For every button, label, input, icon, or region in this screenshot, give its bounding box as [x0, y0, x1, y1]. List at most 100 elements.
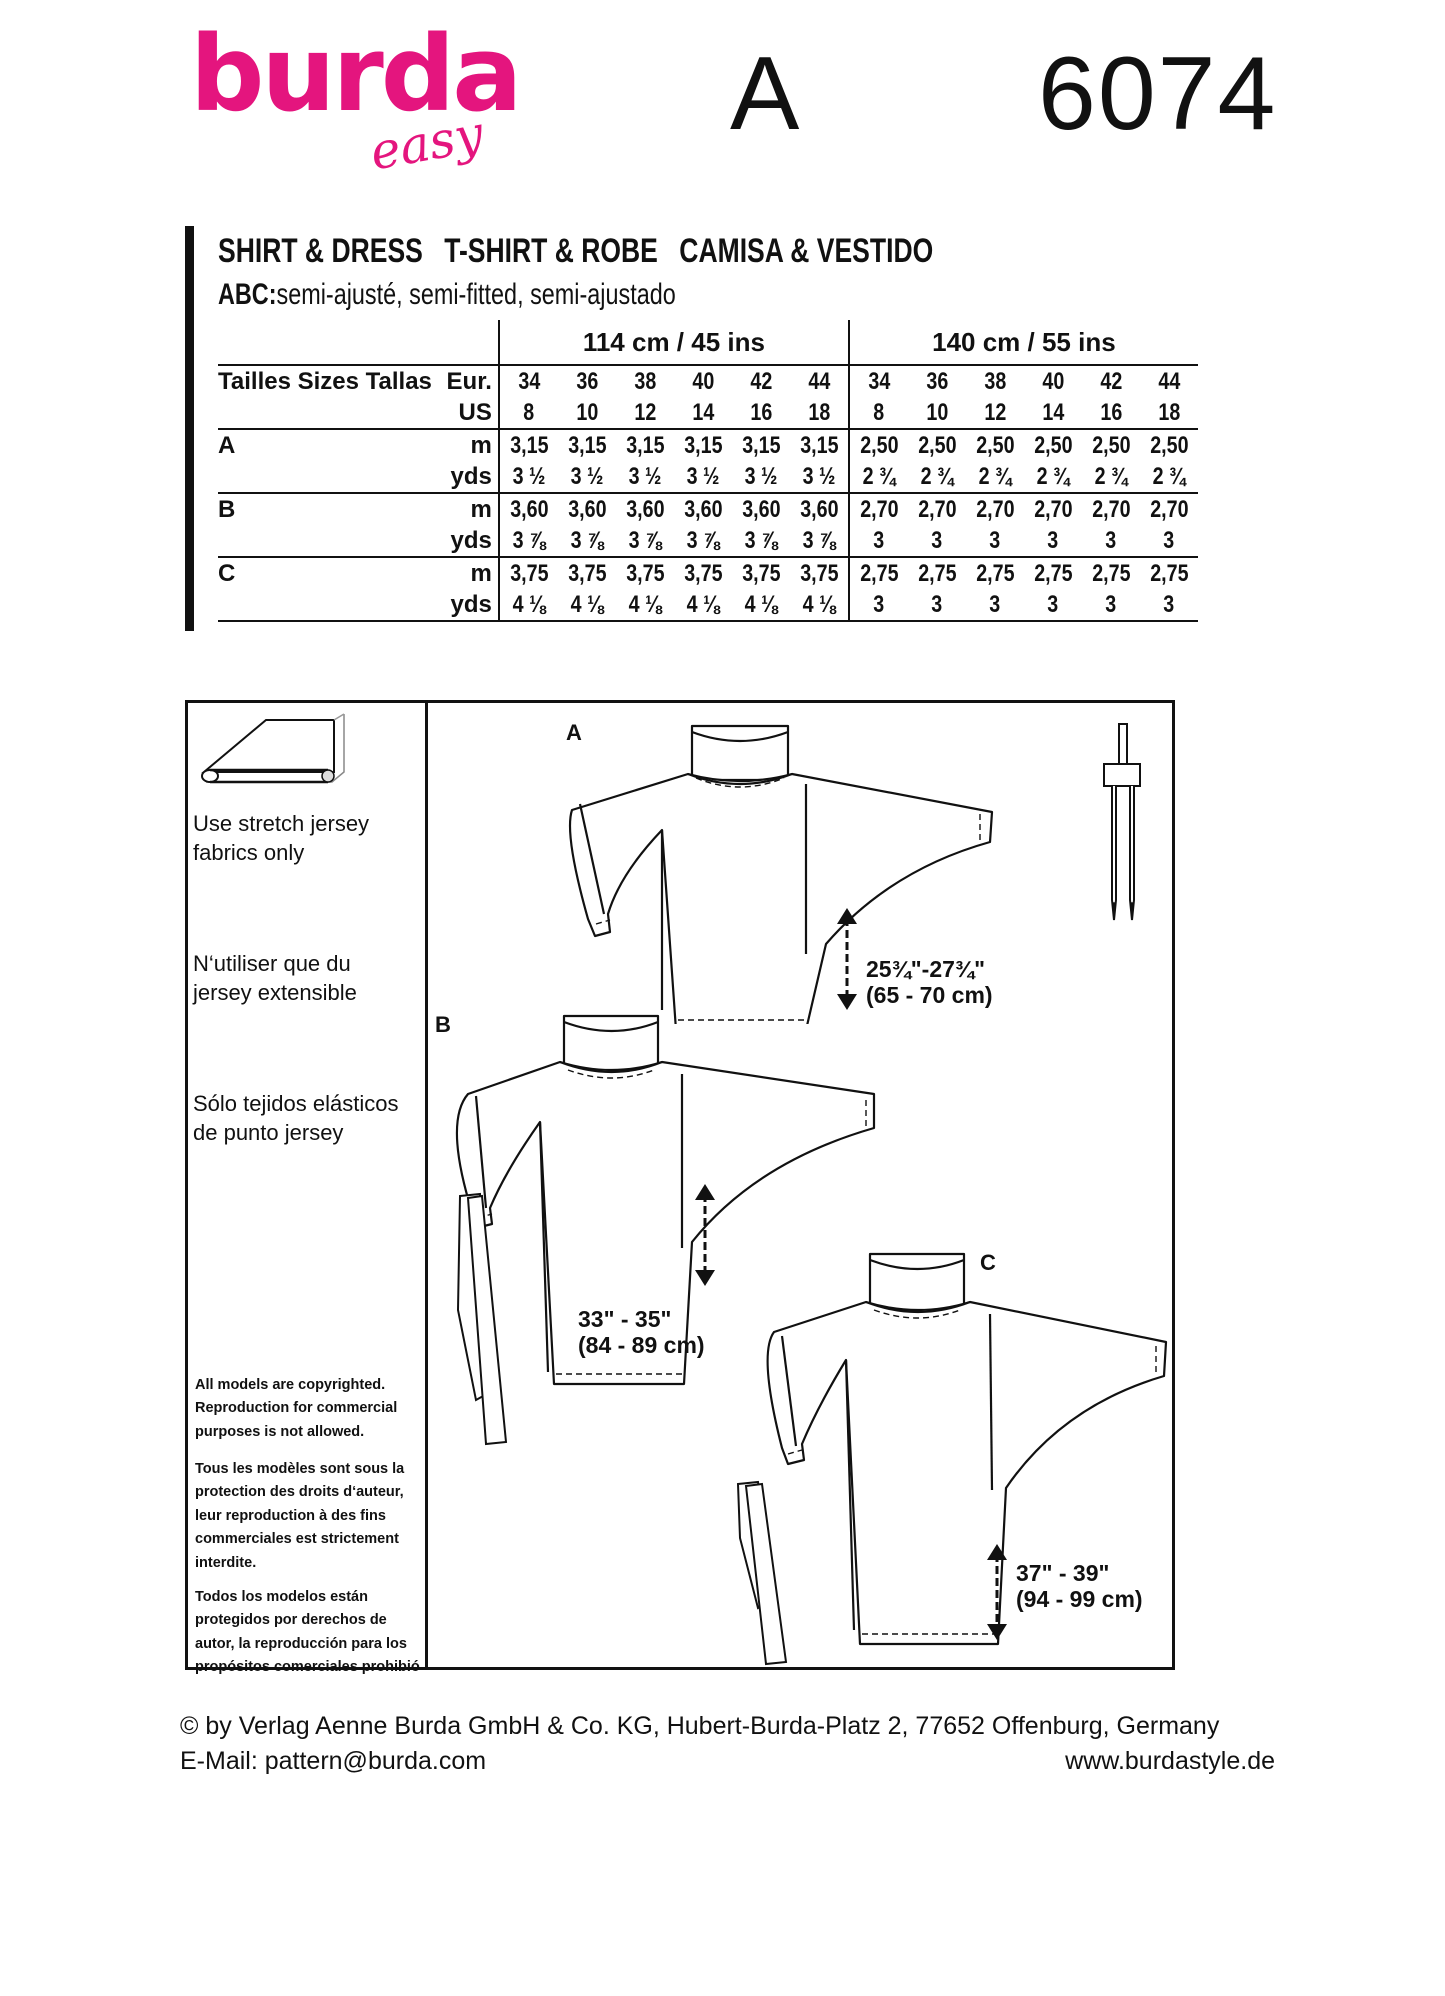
view-b-yds-row-cell: 3	[908, 525, 966, 557]
fabric-bolt-icon	[201, 713, 345, 784]
footer-copyright-row: © by Verlag Aenne Burda GmbH & Co. KG, H…	[180, 1712, 1275, 1741]
view-b-m-row-value: 3,60	[683, 495, 723, 523]
view-a-m-row-cell: 3,15	[498, 428, 558, 461]
size-us-row-cell: 16	[732, 397, 790, 429]
size-us-row-cell: 12	[966, 397, 1024, 429]
view-b-m-row-value: 3,60	[741, 495, 781, 523]
view-c-yds-row-value: 3	[1105, 590, 1117, 618]
view-b-yds-row-value: 3 ⅞	[686, 526, 720, 554]
view-b-m-row-cell: 2,70	[848, 492, 908, 525]
view-c-yds-row-cell: 3	[1081, 589, 1140, 622]
view-b-m-row-cell: 3,60	[498, 492, 558, 525]
view-c-yds-row-cell: 4 ⅛	[498, 589, 558, 622]
brand-logo: burda	[190, 13, 522, 135]
view-c-m-row-cell: 2,75	[848, 556, 908, 589]
view-a-yds-row-cell: 3 ½	[558, 461, 616, 493]
view-a-m-row-value: 2,50	[859, 431, 899, 459]
view-c-label: C	[980, 1250, 996, 1275]
view-a-m-row-value: 3,15	[625, 431, 665, 459]
width-header-row: 114 cm / 45 ins 140 cm / 55 ins	[218, 320, 1198, 366]
size-eur-row-cell: 40	[674, 365, 732, 397]
view-a-m-row-cell: 2,50	[1023, 428, 1082, 461]
view-a-yds-row-value: 2 ¾	[978, 462, 1012, 490]
size-eur-row-value: 40	[1041, 367, 1064, 395]
view-a-length: 25¾"-27¾" (65 - 70 cm)	[866, 956, 993, 1009]
view-b-yds-row-cell: 3 ⅞	[616, 525, 674, 557]
view-b-yds-row-cell: 3 ⅞	[558, 525, 616, 557]
size-eur-row-value: 38	[633, 367, 656, 395]
view-letter: A	[730, 36, 800, 152]
note-fr: N‘utiliser que du jersey extensible	[193, 951, 357, 1005]
view-c-yds-row-cell: 3	[1139, 589, 1198, 622]
fit-description: ABC:semi-ajusté, semi-fitted, semi-ajust…	[218, 278, 676, 312]
size-us-row-value: 10	[575, 398, 598, 426]
size-eur-row-value: 44	[1157, 367, 1180, 395]
view-b-m-row-cell: 2,70	[1023, 492, 1082, 525]
view-c-m-row-value: 2,75	[975, 559, 1015, 587]
view-c-yds-row-cell: 3	[907, 589, 966, 622]
view-a-m-row-value: 3,15	[741, 431, 781, 459]
view-b-m-row-cell: 2,70	[1081, 492, 1140, 525]
view-c-m-row-cell: 2,75	[1023, 556, 1082, 589]
view-a-m-row-cell: 2,50	[1139, 428, 1198, 461]
footer-website[interactable]: www.burdastyle.de	[1065, 1747, 1275, 1775]
view-a-m-row-label: A	[218, 428, 432, 461]
view-c-yds-row-cell: 3	[1023, 589, 1082, 622]
view-c-m-row-value: 2,75	[1149, 559, 1189, 587]
view-a-yds-row-value: 2 ¾	[1152, 462, 1186, 490]
twin-needle-icon	[1103, 723, 1141, 921]
view-b-m-row-cell: 2,70	[1139, 492, 1198, 525]
view-c-yds-row-value: 4 ⅛	[512, 590, 546, 618]
size-us-row-value: 8	[523, 398, 535, 426]
view-c-yds-row-cell: 3	[848, 589, 908, 622]
footer-email[interactable]: E-Mail: pattern@burda.com	[180, 1747, 487, 1775]
size-eur-row-cell: 38	[966, 365, 1024, 397]
size-us-row-cell: 8	[499, 397, 558, 429]
view-a-m-row-value: 2,50	[1033, 431, 1073, 459]
legal-en: All models are copyrighted. Reproduction…	[195, 1377, 398, 1440]
illustration-box	[185, 700, 1175, 1670]
view-a-m-row-value: 3,15	[567, 431, 607, 459]
size-eur-row-value: 36	[925, 367, 948, 395]
view-b-m-row-cell: 3,60	[557, 492, 616, 525]
size-us-row-value: 18	[1157, 398, 1180, 426]
view-c-dress	[766, 1252, 1168, 1646]
legal-fr: Tous les modèles sont sous la protection…	[195, 1461, 405, 1571]
view-b-yds-row-value: 3	[1163, 526, 1175, 554]
view-b-yds-row-value: 3 ⅞	[570, 526, 604, 554]
view-a-yds-row-value: 3 ½	[512, 462, 546, 490]
view-c-yds-row-value: 3	[1163, 590, 1175, 618]
view-a-m-row-value: 2,50	[975, 431, 1015, 459]
view-a-shirt	[568, 724, 994, 1024]
view-a-length-cm: (65 - 70 cm)	[866, 982, 993, 1009]
view-b-length: 33" - 35" (84 - 89 cm)	[578, 1306, 705, 1359]
view-b-length-cm: (84 - 89 cm)	[578, 1332, 705, 1359]
size-eur-row-cell: 36	[558, 365, 616, 397]
view-b-yds-row-value: 3 ⅞	[512, 526, 546, 554]
view-a-yds-row-cell: 3 ½	[732, 461, 790, 493]
view-a-yds-row-value: 3 ½	[686, 462, 720, 490]
view-b-label: B	[435, 1012, 451, 1037]
view-b-yds-row-value: 3 ⅞	[802, 526, 836, 554]
size-eur-row-label: Tailles Sizes Tallas	[218, 367, 432, 395]
size-us-row-cell: 18	[1140, 397, 1198, 429]
width-114: 114 cm / 45 ins	[498, 320, 850, 366]
view-c-m-row-value: 2,75	[917, 559, 957, 587]
view-c-length-arrow	[987, 1544, 1007, 1640]
view-b-length-in: 33" - 35"	[578, 1306, 672, 1332]
view-b-yds-row-cell: 3 ⅞	[674, 525, 732, 557]
side-bar	[185, 226, 194, 631]
view-a-m-row-value: 3,15	[799, 431, 839, 459]
view-a-m-row-value: 3,15	[683, 431, 723, 459]
view-c-m-row-cell: 2,75	[1081, 556, 1140, 589]
view-c-yds-row-value: 4 ⅛	[744, 590, 778, 618]
view-b-belt	[456, 1192, 508, 1446]
size-eur-row-value: 34	[867, 367, 890, 395]
view-c-yds-row-value: 4 ⅛	[802, 590, 836, 618]
size-us-row-value: 18	[807, 398, 830, 426]
size-eur-row-value: 34	[517, 367, 540, 395]
view-b-m-row-label: B	[218, 492, 432, 525]
view-c-yds-row-value: 4 ⅛	[570, 590, 604, 618]
